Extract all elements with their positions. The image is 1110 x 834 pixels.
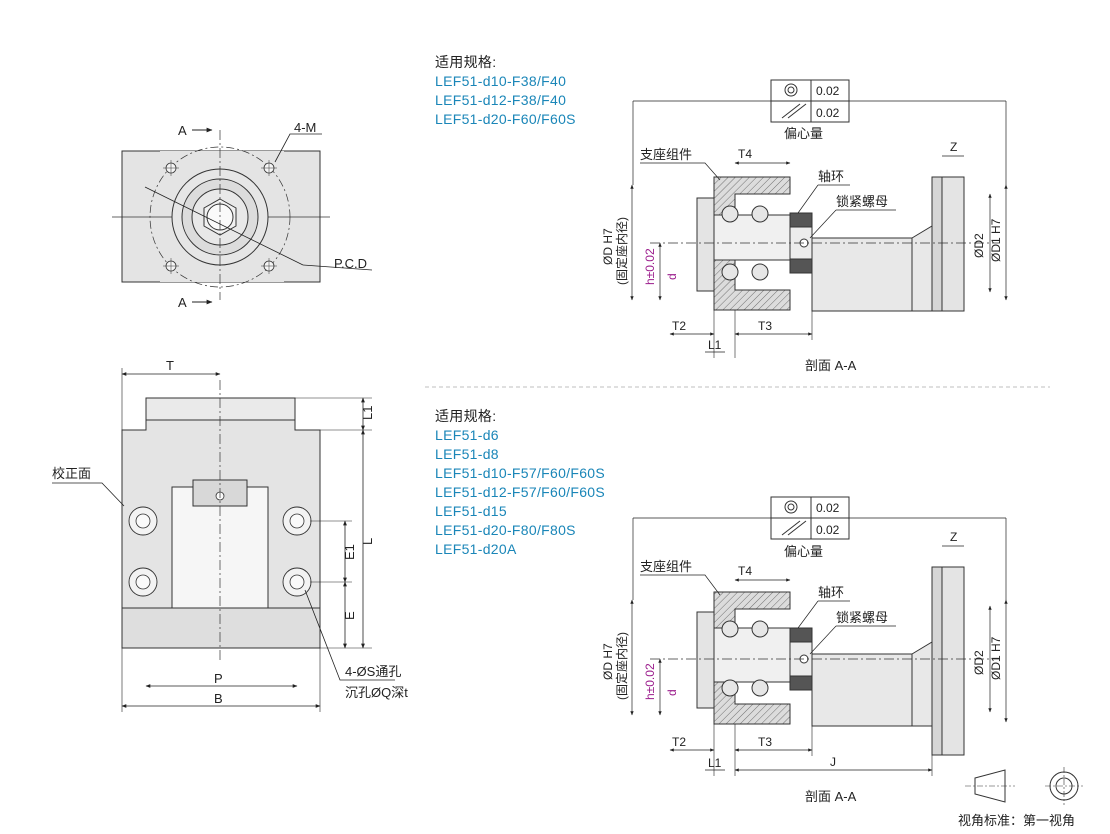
eccentric-label-bottom: 偏心量 bbox=[784, 544, 823, 559]
section-a-label-top: A bbox=[178, 123, 187, 138]
dim-D2-bottom: ØD2 bbox=[972, 650, 986, 675]
dim-D-note-bottom: (固定座内径) bbox=[614, 632, 629, 700]
dim-T4-bottom: T4 bbox=[738, 564, 752, 578]
collar-label-top: 轴环 bbox=[818, 169, 844, 184]
dim-E1: E1 bbox=[342, 544, 357, 560]
section-bottom bbox=[630, 496, 1008, 776]
dim-B: B bbox=[214, 691, 223, 706]
lock-nut-label-bottom: 锁紧螺母 bbox=[836, 610, 888, 625]
dim-T: T bbox=[166, 358, 174, 373]
tol-value-1-top: 0.02 bbox=[816, 84, 840, 98]
bottom-spec-model: LEF51-d20A bbox=[435, 541, 517, 557]
tol-value-2-bottom: 0.02 bbox=[816, 523, 840, 537]
section-caption-top: 剖面 A-A bbox=[805, 358, 857, 373]
holes-label: 4-M bbox=[294, 120, 316, 135]
top-spec-model: LEF51-d20-F60/F60S bbox=[435, 111, 576, 127]
dim-P: P bbox=[214, 671, 223, 686]
tol-value-1-bottom: 0.02 bbox=[816, 501, 840, 515]
dim-D1-bottom: ØD1 H7 bbox=[989, 636, 1003, 680]
dim-D-top: ØD H7 bbox=[601, 228, 615, 265]
dim-L1-bottom: L1 bbox=[708, 756, 722, 770]
section-caption-bottom: 剖面 A-A bbox=[805, 789, 857, 804]
support-assembly-top: 支座组件 bbox=[640, 147, 692, 162]
dim-T2-bottom: T2 bbox=[672, 735, 686, 749]
bottom-spec-model: LEF51-d10-F57/F60/F60S bbox=[435, 465, 606, 481]
top-spec-model: LEF51-d10-F38/F40 bbox=[435, 73, 567, 89]
dim-T3-top: T3 bbox=[758, 319, 772, 333]
dim-h-top: h±0.02 bbox=[643, 248, 657, 285]
first-angle-projection-icon bbox=[965, 767, 1083, 805]
pcd-label: P.C.D bbox=[334, 256, 367, 271]
dim-Z-top: Z bbox=[950, 140, 957, 154]
support-assembly-bottom: 支座组件 bbox=[640, 559, 692, 574]
dim-d-bottom: d bbox=[665, 689, 679, 696]
projection-label: 视角标准：第一视角 bbox=[958, 813, 1075, 828]
top-spec-heading: 适用规格: bbox=[435, 54, 497, 70]
dim-J-bottom: J bbox=[830, 755, 836, 769]
dim-d-top: d bbox=[665, 273, 679, 280]
dim-Z-bottom: Z bbox=[950, 530, 957, 544]
bottom-spec-heading: 适用规格: bbox=[435, 408, 497, 424]
bottom-spec-model: LEF51-d15 bbox=[435, 503, 507, 519]
dim-D2-top: ØD2 bbox=[972, 233, 986, 258]
top-spec-model: LEF51-d12-F38/F40 bbox=[435, 92, 567, 108]
dim-T2-top: T2 bbox=[672, 319, 686, 333]
side-view bbox=[52, 368, 395, 712]
section-top bbox=[630, 79, 1008, 358]
bottom-spec-model: LEF51-d12-F57/F60/F60S bbox=[435, 484, 606, 500]
dim-T3-bottom: T3 bbox=[758, 735, 772, 749]
front-view bbox=[112, 127, 373, 305]
bottom-spec-model: LEF51-d20-F80/F80S bbox=[435, 522, 576, 538]
bottom-spec-model: LEF51-d6 bbox=[435, 427, 499, 443]
top-spec-list: 适用规格: LEF51-d10-F38/F40 LEF51-d12-F38/F4… bbox=[435, 53, 576, 129]
collar-label-bottom: 轴环 bbox=[818, 585, 844, 600]
dim-h-bottom: h±0.02 bbox=[643, 663, 657, 700]
bottom-spec-model: LEF51-d8 bbox=[435, 446, 499, 462]
ref-face-label: 校正面 bbox=[52, 466, 91, 481]
section-a-label-bottom: A bbox=[178, 295, 187, 310]
bottom-spec-list: 适用规格: LEF51-d6 LEF51-d8 LEF51-d10-F57/F6… bbox=[435, 407, 605, 559]
dim-L1-side: L1 bbox=[360, 406, 375, 420]
dim-L: L bbox=[360, 538, 375, 545]
hole-spec-label-2: 沉孔ØQ深t bbox=[345, 685, 408, 700]
dim-D-note-top: (固定座内径) bbox=[614, 217, 629, 285]
dim-D1-top: ØD1 H7 bbox=[989, 218, 1003, 262]
dim-L1-top: L1 bbox=[708, 338, 722, 352]
lock-nut-label-top: 锁紧螺母 bbox=[836, 194, 888, 209]
hole-spec-label-1: 4-ØS通孔 bbox=[345, 664, 401, 679]
eccentric-label-top: 偏心量 bbox=[784, 126, 823, 141]
tol-value-2-top: 0.02 bbox=[816, 106, 840, 120]
dim-D-bottom: ØD H7 bbox=[601, 643, 615, 680]
dim-T4-top: T4 bbox=[738, 147, 752, 161]
dim-E: E bbox=[342, 611, 357, 620]
